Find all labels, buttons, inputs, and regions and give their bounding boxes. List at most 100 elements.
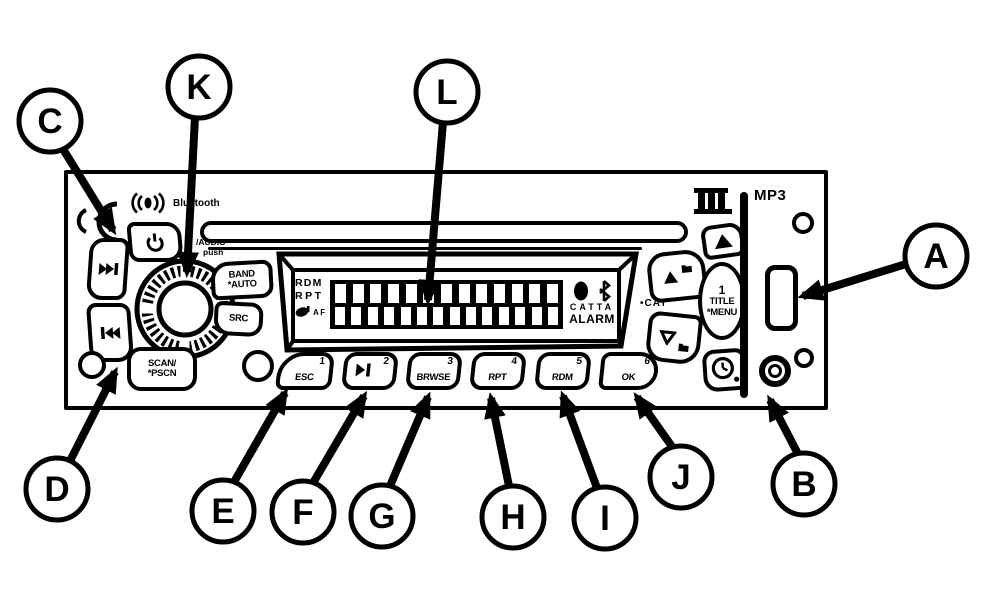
bluetooth-label: Bluetooth [173, 197, 220, 209]
display-segment [493, 284, 505, 303]
display-segment [546, 284, 558, 303]
display-segment [498, 307, 509, 325]
display-segment [387, 284, 399, 303]
mp3-label: MP3 [754, 187, 787, 204]
up-triangle-icon [663, 270, 678, 284]
display-segment [449, 307, 460, 325]
src-button[interactable]: SRC [213, 300, 264, 338]
next-track-icon [98, 263, 118, 275]
display-segment [416, 307, 427, 325]
preset-2-play-pause-button[interactable]: 2 [341, 352, 399, 390]
svg-text:J: J [671, 458, 690, 497]
clock-icon [711, 357, 739, 382]
phone-icon [76, 201, 118, 243]
preset-1-esc-button[interactable]: 1 ESC [275, 352, 335, 390]
svg-text:E: E [211, 492, 234, 531]
callout-c: C [16, 87, 84, 155]
play-pause-icon [355, 363, 371, 377]
preset-5-random-button[interactable]: 5 RDM [534, 352, 592, 390]
radio-faceplate: Bluetooth /AUDIO [64, 170, 828, 410]
folder-down-button[interactable] [644, 310, 704, 366]
display-segment [335, 284, 346, 303]
svg-text:C: C [37, 102, 62, 141]
callout-d: D [23, 455, 91, 523]
usb-port[interactable] [765, 265, 798, 331]
arrow-h [484, 392, 513, 487]
display-segment [531, 307, 542, 325]
title-menu-button[interactable]: 1 TITLE *MENU [698, 262, 746, 340]
screw-hole-top [792, 212, 814, 234]
folder-icon [680, 265, 692, 273]
wireless-speaker-icon [131, 192, 165, 214]
display-segment [440, 284, 452, 303]
svg-text:B: B [791, 465, 816, 504]
panel-divider [740, 192, 748, 398]
callout-b: B [770, 450, 838, 518]
previous-track-icon [100, 326, 120, 339]
folder-up-button[interactable] [645, 248, 709, 304]
eject-icon [715, 234, 733, 250]
eject-button[interactable] [699, 221, 747, 261]
display-segment [476, 284, 488, 303]
display-segment [370, 284, 382, 303]
power-button[interactable] [126, 222, 184, 262]
band-auto-button[interactable]: BAND *AUTO [210, 259, 274, 301]
display-matrix [330, 280, 563, 329]
next-track-button[interactable] [85, 238, 131, 300]
aux-jack[interactable] [759, 355, 791, 387]
display-segment [423, 284, 435, 303]
svg-text:L: L [436, 73, 457, 112]
svg-text:K: K [186, 68, 211, 107]
svg-text:D: D [44, 470, 69, 509]
music-note-icon [295, 306, 310, 317]
preset-4-repeat-button[interactable]: 4 RPT [469, 352, 527, 390]
clock-button[interactable] [701, 347, 748, 393]
display-segment [352, 284, 364, 303]
display-segment [367, 307, 378, 325]
svg-text:I: I [600, 499, 610, 538]
knob-label-line1: /AUDIO [196, 237, 226, 247]
mounting-hole-mid [242, 350, 274, 382]
display-segment [547, 307, 558, 325]
display-segment [482, 307, 493, 325]
brand-logo-icon [694, 188, 732, 214]
callout-h: H [479, 483, 547, 551]
display-indicators-right: CATTA ALARM [564, 280, 620, 336]
disc-indicator-icon [574, 281, 588, 301]
callout-f: F [269, 478, 337, 546]
display-segment [529, 284, 541, 303]
cd-slot-shadow [208, 247, 642, 250]
aux-jack-inner [768, 364, 782, 378]
cat-label: •CAT [640, 298, 668, 309]
svg-text:G: G [368, 497, 395, 536]
svg-text:H: H [500, 498, 525, 537]
knob-label-line2: push [203, 246, 224, 257]
folder-icon [677, 343, 689, 352]
previous-track-button[interactable] [85, 303, 135, 362]
down-triangle-icon [658, 329, 677, 346]
display-segment [400, 307, 411, 325]
display-indicators-left: RDM RPT AF [295, 277, 327, 317]
callout-a: A [902, 222, 970, 290]
scan-pscn-button[interactable]: SCAN/ *PSCN [127, 347, 197, 391]
display-segment [466, 307, 476, 325]
cd-slot[interactable] [200, 221, 688, 243]
display-segment [384, 307, 395, 325]
display-segment [405, 284, 417, 303]
callout-e: E [189, 477, 257, 545]
bluetooth-badge: Bluetooth [129, 191, 289, 215]
display-segment [351, 307, 362, 325]
display-segment [433, 307, 444, 325]
screw-hole-bottom [794, 348, 814, 368]
display-segment [458, 284, 470, 303]
preset-3-browse-button[interactable]: 3 BRWSE [405, 352, 463, 390]
preset-6-ok-button[interactable]: 6 OK [598, 352, 660, 390]
callout-l: L [413, 58, 481, 126]
callout-k: K [165, 53, 233, 121]
display-segment [515, 307, 526, 325]
mounting-hole-left [78, 351, 106, 379]
arrow-g [386, 391, 432, 488]
svg-text:F: F [292, 493, 313, 532]
svg-text:A: A [923, 237, 948, 276]
